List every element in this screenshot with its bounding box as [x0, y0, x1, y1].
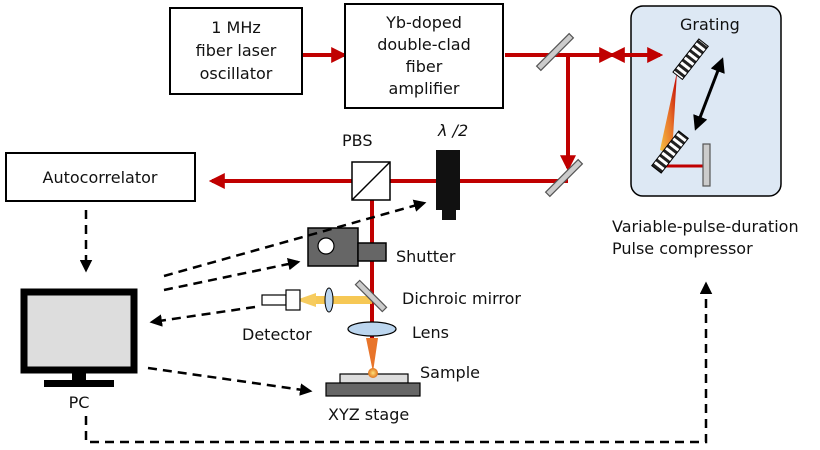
grating-distance-arrow — [693, 57, 725, 131]
pc-to-compressor — [84, 281, 713, 444]
amplifier-box: Yb-doped double-clad fiber amplifier — [344, 3, 504, 109]
pbs-label: PBS — [342, 131, 373, 150]
oscillator-line-3: oscillator — [200, 64, 273, 83]
amplifier-line-1: Yb-doped — [385, 13, 462, 32]
lens-icon — [347, 321, 397, 337]
amplifier-line-3: fiber — [406, 57, 443, 76]
shutter-label: Shutter — [396, 247, 456, 266]
half-wave-label: λ /2 — [437, 121, 468, 140]
lens-label: Lens — [412, 323, 449, 342]
fold-mirror-lower — [544, 158, 584, 198]
detector-label: Detector — [242, 325, 312, 344]
yellow-focus-cone — [296, 293, 316, 307]
detector-to-pc — [149, 305, 256, 327]
oscillator-line-1: 1 MHz — [211, 18, 261, 37]
control-lines — [79, 199, 713, 444]
shutter-icon — [307, 227, 387, 267]
dichroic-label: Dichroic mirror — [402, 289, 521, 308]
yellow-detection-beam — [316, 296, 372, 304]
oscillator-box: 1 MHz fiber laser oscillator — [169, 7, 303, 95]
stage-label: XYZ stage — [328, 405, 409, 424]
xyz-stage — [325, 382, 421, 397]
pc-to-stage — [147, 366, 313, 396]
pbs-cube-icon — [351, 161, 391, 201]
amplifier-line-2: double-clad — [377, 35, 471, 54]
half-wave-plate-icon — [436, 150, 460, 220]
pc-to-shutter — [163, 257, 301, 292]
sample-label: Sample — [420, 363, 480, 382]
compressor-label-line-2: Pulse compressor — [612, 239, 753, 258]
compressor-label-line-1: Variable-pulse-duration — [612, 217, 799, 236]
autocorrelator-label: Autocorrelator — [43, 168, 158, 187]
pickoff-mirror-top — [535, 32, 575, 72]
dispersed-beam-fan — [660, 72, 677, 154]
detector-icon — [261, 287, 334, 313]
autocorrelator-box: Autocorrelator — [5, 152, 196, 202]
dichroic-mirror-icon — [354, 279, 388, 313]
pc-label: PC — [69, 393, 90, 412]
grating-bottom — [651, 130, 689, 174]
focus-cone — [366, 338, 378, 372]
pc-to-half-wave-plate — [163, 199, 427, 278]
oscillator-line-2: fiber laser — [196, 41, 277, 60]
amplifier-line-4: amplifier — [389, 79, 460, 98]
pc-monitor-icon — [20, 288, 138, 387]
grating-label: Grating — [680, 15, 740, 34]
focus-spot — [368, 368, 378, 378]
compressor-end-mirror — [702, 143, 711, 187]
